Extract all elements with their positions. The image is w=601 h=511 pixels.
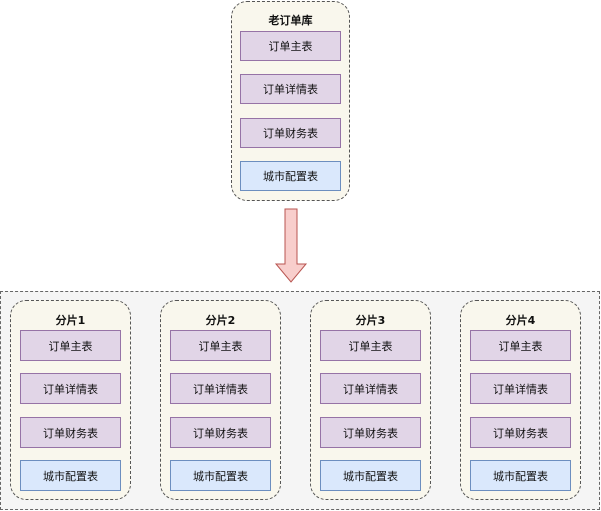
shard-table-order-main: 订单主表 [470,330,571,361]
shard-4: 分片4 订单主表订单详情表订单财务表城市配置表 [460,300,581,500]
shard-title: 分片4 [505,314,536,327]
shard-table-order-finance: 订单财务表 [320,417,421,448]
old-order-db: 老订单库 订单主表 订单详情表 订单财务表 城市配置表 [231,1,350,201]
shard-table-order-finance: 订单财务表 [470,417,571,448]
shard-table-order-finance: 订单财务表 [170,417,271,448]
shard-2: 分片2 订单主表订单详情表订单财务表城市配置表 [160,300,281,500]
shard-table-order-detail: 订单详情表 [170,373,271,404]
shard-3: 分片3 订单主表订单详情表订单财务表城市配置表 [310,300,431,500]
old-db-title: 老订单库 [268,14,313,27]
shard-title: 分片1 [55,314,86,327]
shard-title: 分片3 [355,314,386,327]
shard-table-order-finance: 订单财务表 [20,417,121,448]
old-db-table-order-main: 订单主表 [240,31,341,61]
shard-title: 分片2 [205,314,236,327]
shard-table-order-detail: 订单详情表 [470,373,571,404]
shard-table-city-config: 城市配置表 [320,460,421,491]
shard-table-city-config: 城市配置表 [470,460,571,491]
old-db-table-order-finance: 订单财务表 [240,118,341,148]
shard-1: 分片1 订单主表订单详情表订单财务表城市配置表 [10,300,131,500]
shard-table-city-config: 城市配置表 [170,460,271,491]
shard-table-order-main: 订单主表 [320,330,421,361]
old-db-table-order-detail: 订单详情表 [240,74,341,104]
shard-table-order-detail: 订单详情表 [20,373,121,404]
old-db-table-city-config: 城市配置表 [240,161,341,191]
arrow-down-icon [274,208,308,283]
shard-table-city-config: 城市配置表 [20,460,121,491]
shard-table-order-detail: 订单详情表 [320,373,421,404]
shard-table-order-main: 订单主表 [20,330,121,361]
shard-table-order-main: 订单主表 [170,330,271,361]
